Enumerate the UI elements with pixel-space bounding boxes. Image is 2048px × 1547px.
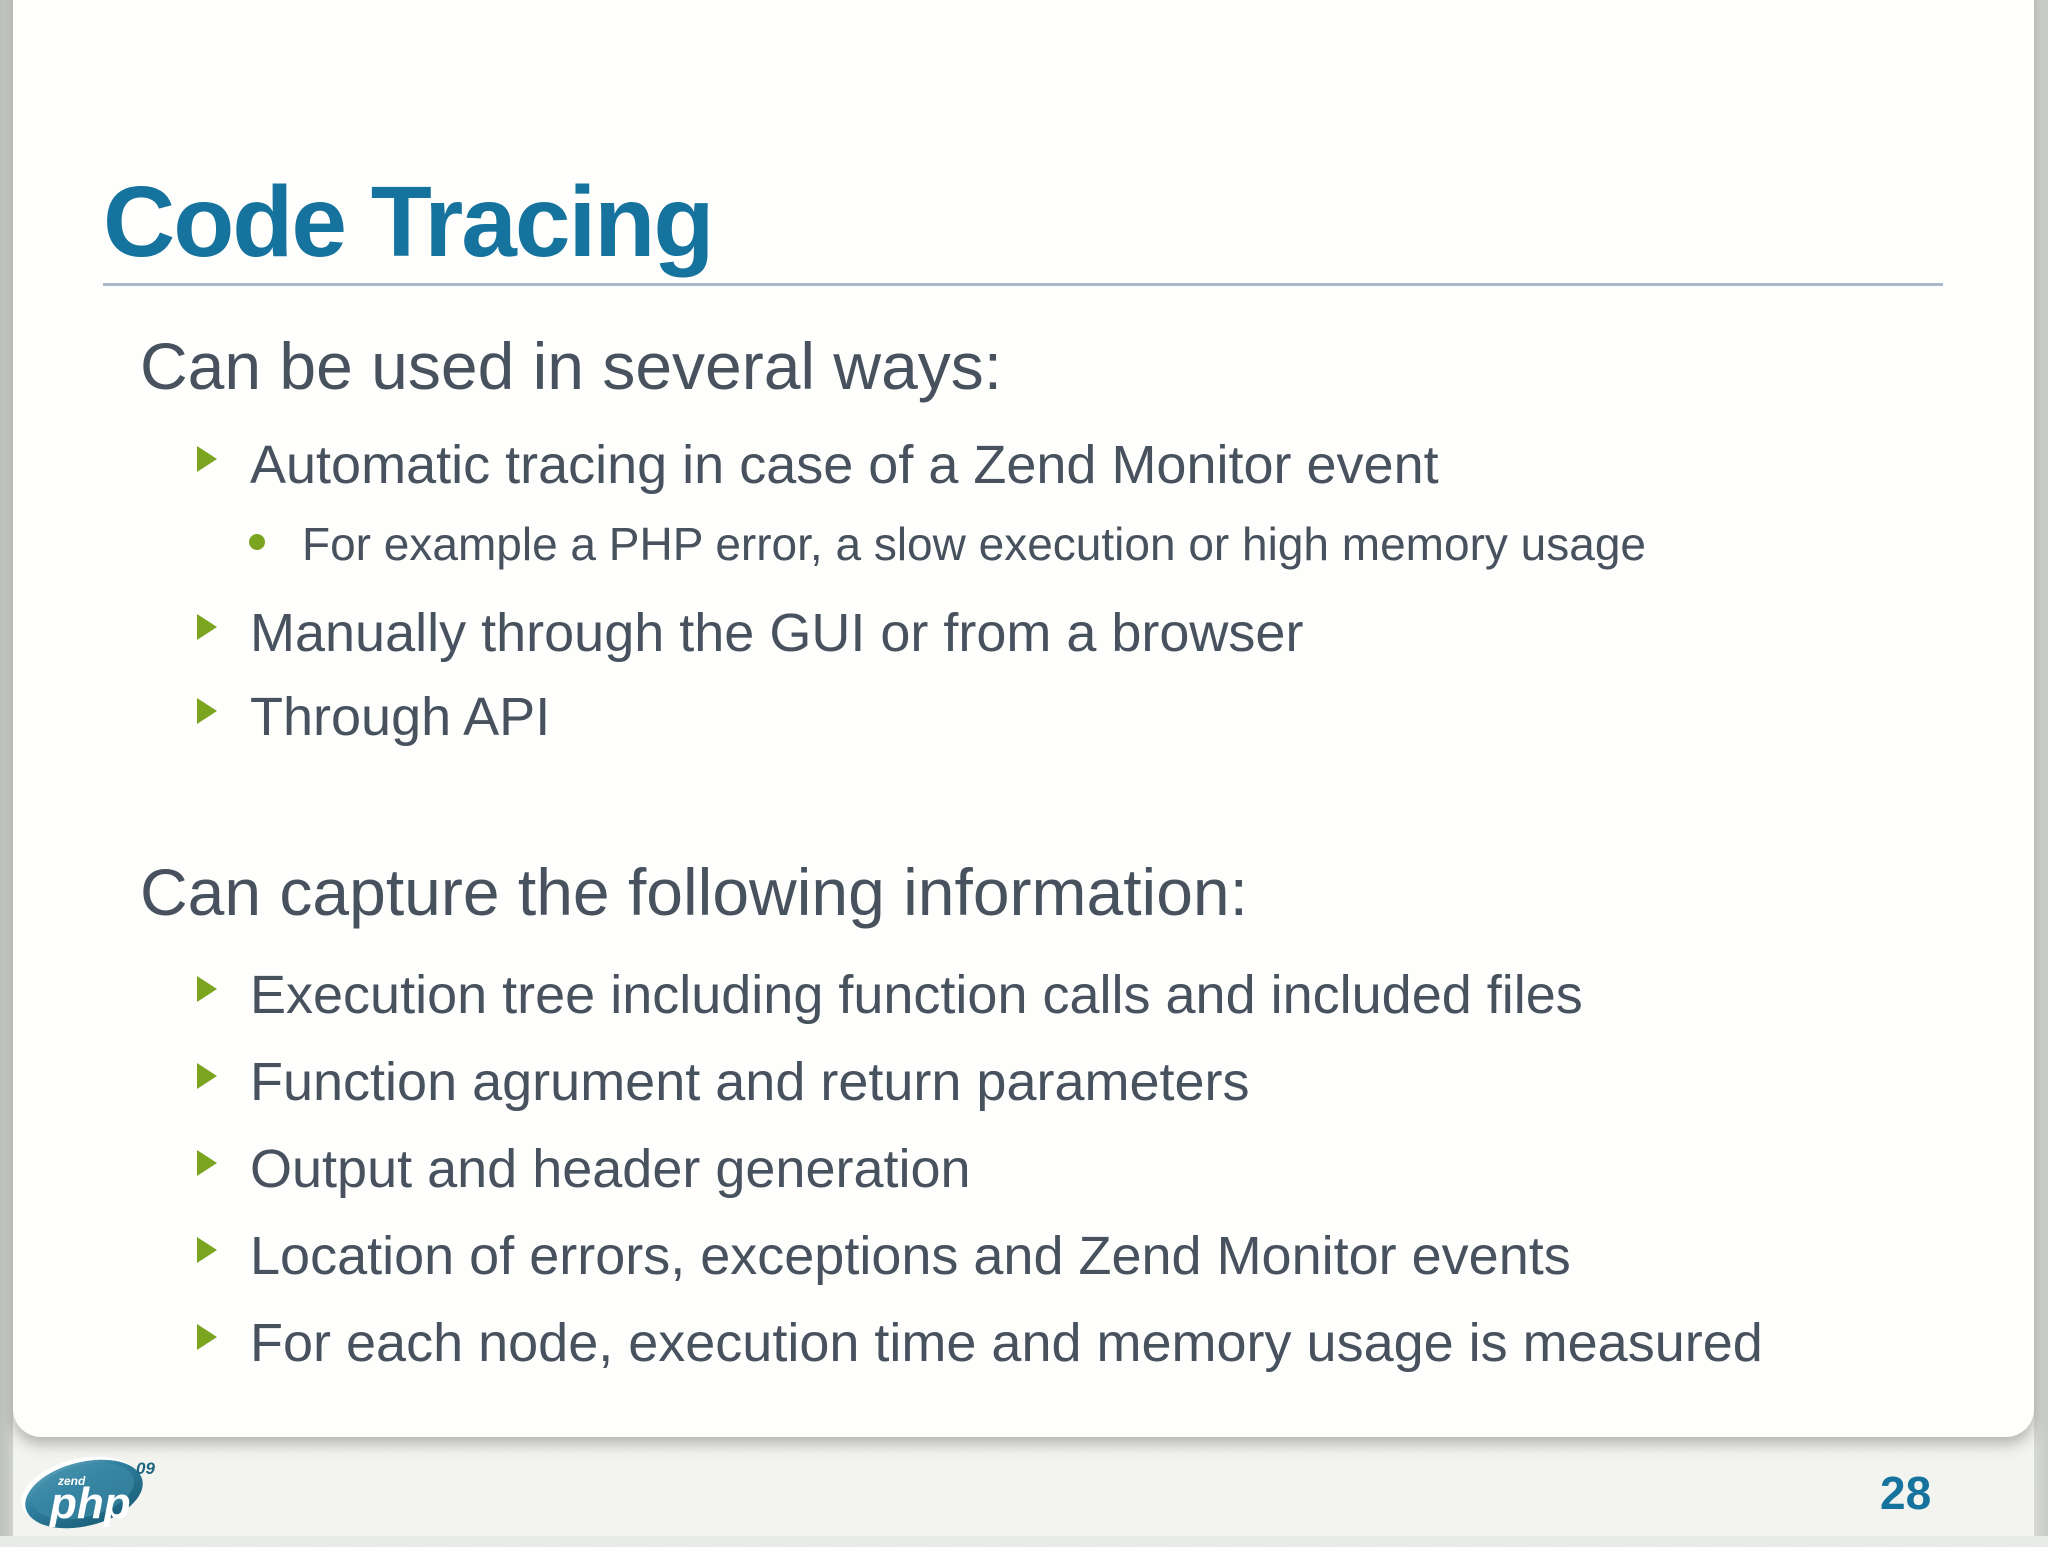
triangle-bullet-icon <box>197 614 217 640</box>
page-number: 28 <box>1880 1467 1932 1519</box>
bullet-text: Automatic tracing in case of a Zend Moni… <box>250 435 1439 495</box>
bullet-text: Manually through the GUI or from a brows… <box>250 603 1304 663</box>
logo-ellipse <box>21 1456 143 1529</box>
title-divider <box>103 283 1943 286</box>
slide-title: Code Tracing <box>103 166 714 278</box>
section-heading: Can capture the following information: <box>140 855 1248 929</box>
triangle-bullet-icon <box>197 698 217 724</box>
section-heading: Can be used in several ways: <box>140 329 1003 403</box>
bullet-text: Execution tree including function calls … <box>250 965 1583 1025</box>
triangle-bullet-icon <box>197 1324 217 1350</box>
bullet-text: Through API <box>250 687 551 747</box>
bullet-text: Location of errors, exceptions and Zend … <box>250 1226 1571 1286</box>
bullet-text: For each node, execution time and memory… <box>250 1313 1763 1373</box>
left-edge-strip <box>0 0 13 1536</box>
right-edge-strip <box>2034 0 2048 1536</box>
triangle-bullet-icon <box>197 1237 217 1263</box>
zend-php-09-logo: zend php 09 <box>12 1442 172 1542</box>
triangle-bullet-icon <box>197 1150 217 1176</box>
slide-card <box>13 0 2034 1437</box>
triangle-bullet-icon <box>197 446 217 472</box>
logo-php-text: php <box>49 1479 131 1528</box>
bullet-text: Function agrument and return parameters <box>250 1052 1250 1112</box>
triangle-bullet-icon <box>197 1063 217 1089</box>
bullet-text: For example a PHP error, a slow executio… <box>302 518 1646 570</box>
triangle-bullet-icon <box>197 976 217 1002</box>
dot-bullet-icon <box>249 534 265 550</box>
bullet-text: Output and header generation <box>250 1139 971 1199</box>
logo-zend-text: zend <box>57 1474 86 1488</box>
logo-year-text: 09 <box>136 1459 155 1478</box>
